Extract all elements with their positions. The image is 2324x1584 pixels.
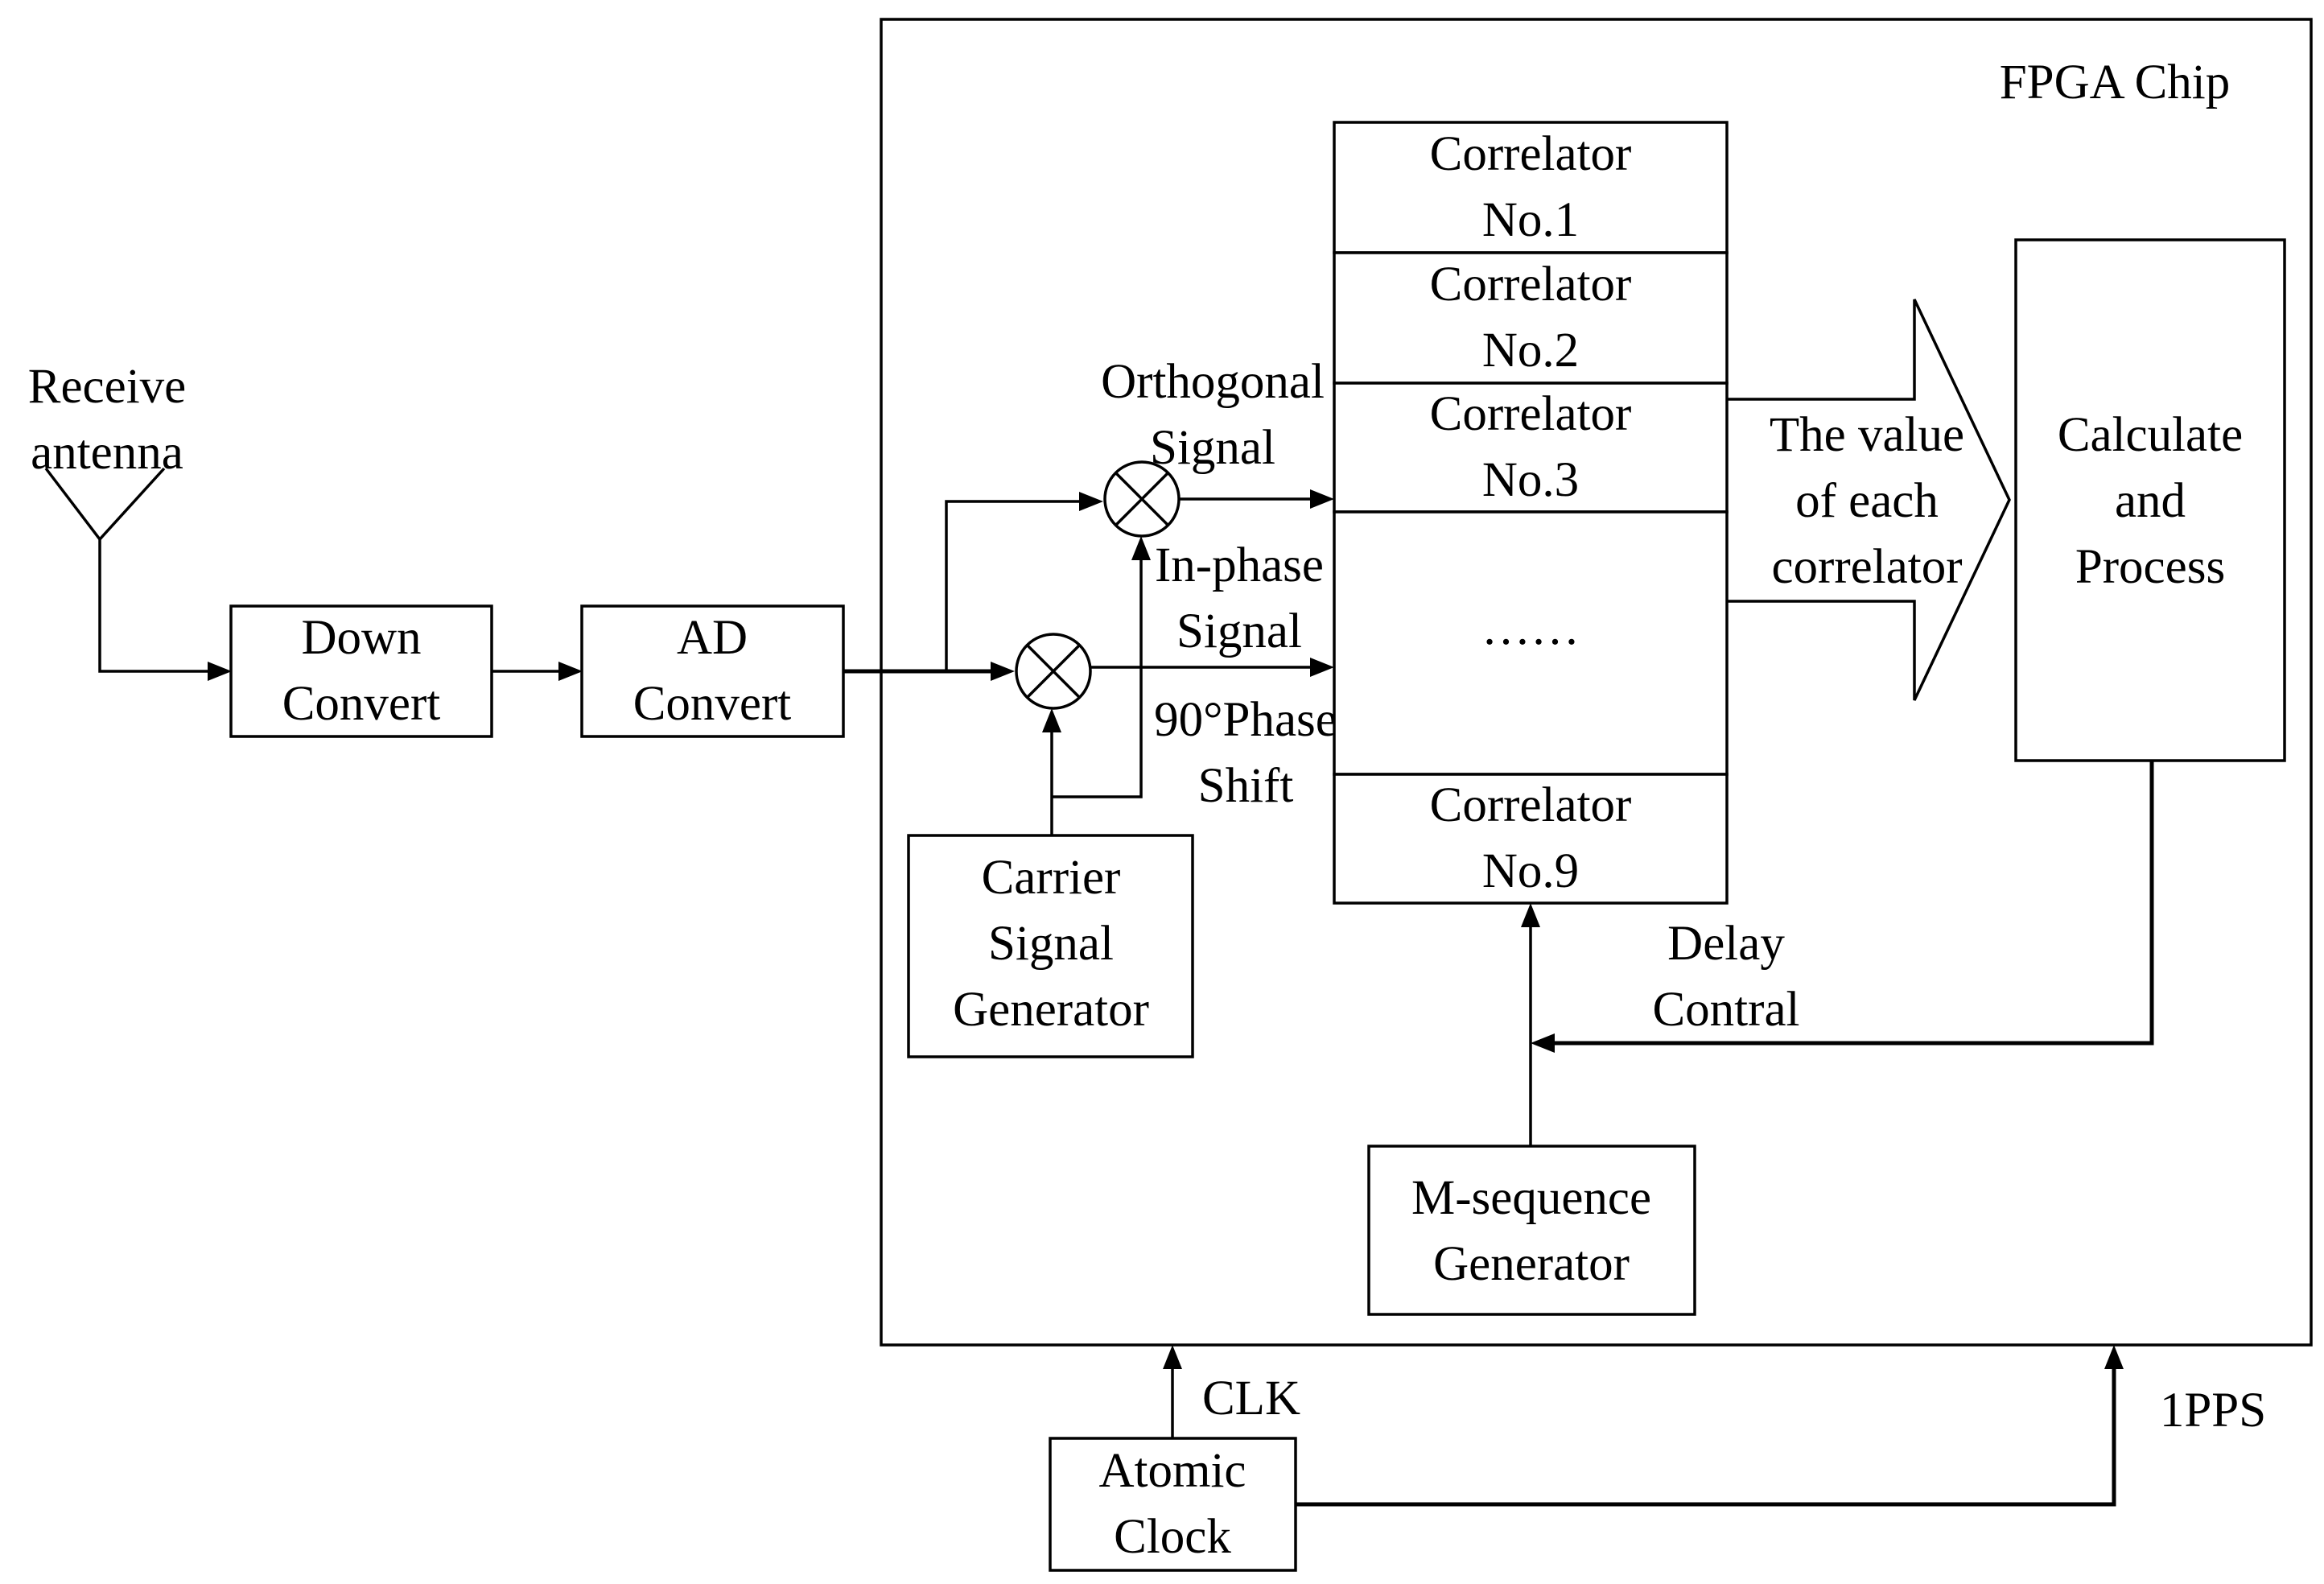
ad-convert-line2: Convert	[633, 677, 792, 731]
mseq-generator-line2: Generator	[1433, 1237, 1630, 1291]
pps-label: 1PPS	[2160, 1384, 2266, 1438]
ad-convert-line1: AD	[677, 611, 748, 665]
inphase-label-line1: In-phase	[1155, 538, 1324, 592]
correlator-value-line3: correlator	[1771, 540, 1962, 594]
arrowhead	[558, 662, 583, 681]
calculate-process-line2: and	[2115, 474, 2186, 528]
arrowhead	[1079, 492, 1103, 511]
multiply-icon	[1115, 472, 1169, 526]
correlator-3-line1: Correlator	[1430, 387, 1632, 441]
correlator-2-line2: No.2	[1482, 324, 1579, 377]
atomic-clock-line1: Atomic	[1099, 1444, 1246, 1498]
atomic-clock-block: Atomic Clock	[1049, 1437, 1297, 1572]
arrowhead	[1131, 536, 1151, 560]
arrowhead	[1042, 708, 1061, 732]
phase-shift-label-line2: Shift	[1198, 759, 1294, 813]
correlator-9-box	[1333, 773, 1729, 905]
carrier-phase-shift-wire	[1052, 560, 1143, 798]
calculate-process-block: Calculate and Process	[2014, 238, 2286, 762]
antenna-icon	[44, 467, 211, 673]
pps-wire	[1296, 1369, 2116, 1507]
antenna-label-line1: Receive	[28, 360, 186, 414]
fpga-chip-label: FPGA Chip	[2000, 56, 2230, 109]
orthogonal-label-line1: Orthogonal	[1101, 355, 1325, 409]
down-convert-line2: Convert	[282, 677, 441, 731]
correlator-1-line1: Correlator	[1430, 127, 1632, 181]
correlator-1-box	[1333, 121, 1729, 254]
down-convert-box	[229, 604, 493, 738]
down-convert-line1: Down	[301, 611, 421, 665]
correlator-2-line1: Correlator	[1430, 258, 1632, 311]
correlator-9-line2: No.9	[1482, 844, 1579, 898]
correlator-3-line2: No.3	[1482, 453, 1579, 507]
correlator-bank: Correlator No.1 Correlator No.2 Correlat…	[1333, 121, 1729, 905]
clk-label: CLK	[1202, 1372, 1300, 1425]
correlator-ellipsis-box	[1333, 510, 1729, 776]
mseq-generator-box	[1367, 1145, 1696, 1316]
arrowhead	[1521, 903, 1540, 927]
calculate-process-box	[2014, 238, 2286, 762]
antenna-label-line2: antenna	[31, 426, 183, 480]
fpga-chip: FPGA Chip	[880, 18, 2313, 1347]
arrowhead	[991, 662, 1015, 681]
down-convert-block: Down Convert	[229, 604, 493, 738]
arrowhead	[2104, 1345, 2124, 1369]
inphase-label-line2: Signal	[1176, 604, 1302, 658]
correlator-ellipsis: ……	[1481, 601, 1580, 655]
receive-antenna: Receive antenna	[28, 360, 232, 681]
delay-control-line1: Delay	[1667, 917, 1785, 971]
ad-convert-box	[580, 604, 845, 738]
correlator-value-arrow	[1727, 299, 2011, 701]
phase-shift-label-line1: 90°Phase	[1154, 693, 1337, 747]
carrier-generator-block: Carrier Signal Generator	[907, 834, 1194, 1058]
correlator-value-line1: The value	[1770, 408, 1964, 462]
inphase-mixer	[1015, 633, 1092, 710]
correlator-9-line1: Correlator	[1430, 778, 1632, 832]
multiply-icon	[1026, 644, 1081, 699]
arrowhead	[1163, 1345, 1182, 1369]
atomic-clock-line2: Clock	[1114, 1510, 1231, 1564]
mseq-generator-block: M-sequence Generator	[1367, 1145, 1696, 1316]
arrowhead	[208, 662, 232, 681]
correlator-1-line2: No.1	[1482, 193, 1579, 247]
fpga-chip-frame	[880, 18, 2313, 1347]
split-wire	[945, 500, 1082, 671]
calculate-process-line3: Process	[2075, 540, 2225, 594]
correlator-3-box	[1333, 382, 1729, 514]
ad-convert-block: AD Convert	[580, 604, 845, 738]
arrowhead	[1531, 1033, 1555, 1053]
arrowhead	[1310, 658, 1334, 677]
arrowhead	[1310, 489, 1334, 509]
carrier-generator-line2: Signal	[988, 917, 1114, 971]
carrier-generator-line3: Generator	[953, 983, 1149, 1037]
calculate-process-line1: Calculate	[2058, 408, 2243, 462]
delay-control-line2: Contral	[1653, 983, 1800, 1037]
orthogonal-mixer	[1103, 460, 1181, 538]
orthogonal-label-line2: Signal	[1150, 421, 1275, 475]
delay-control-wire	[1553, 761, 2154, 1046]
mseq-generator-line1: M-sequence	[1411, 1171, 1651, 1225]
carrier-generator-box	[907, 834, 1194, 1058]
carrier-generator-line1: Carrier	[982, 851, 1121, 905]
correlator-value-line2: of each	[1795, 474, 1939, 528]
